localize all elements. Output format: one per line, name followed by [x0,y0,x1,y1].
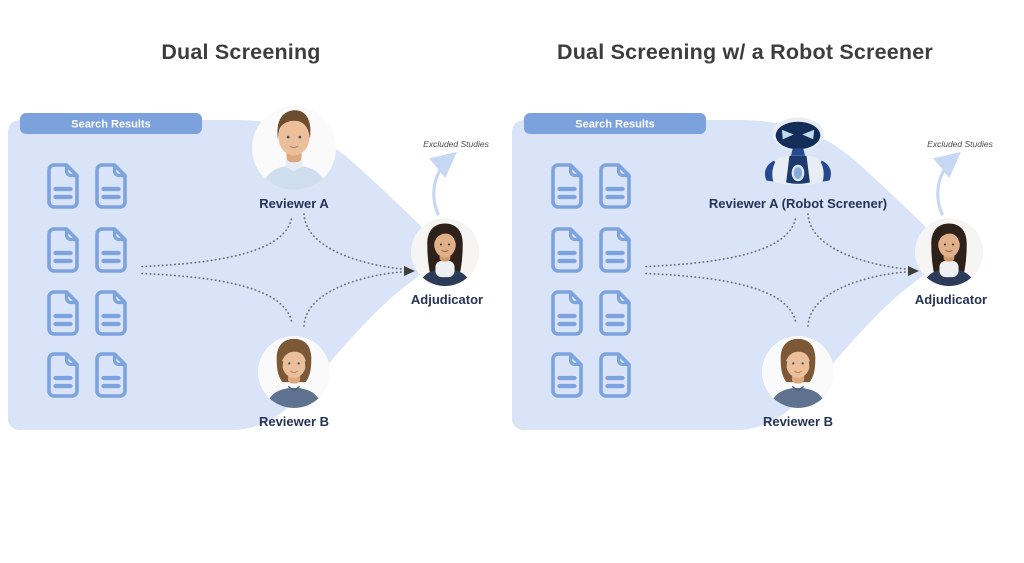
connector-arrowhead [404,266,415,276]
connector-arrowhead [908,266,919,276]
reviewer-a-label: Reviewer A [259,196,329,211]
excluded-studies-arrow [933,151,961,216]
excluded-studies-arrow [429,151,457,216]
adjudicator-label: Adjudicator [915,292,987,307]
search-results-tab: Search Results [524,113,706,134]
reviewer-b-label: Reviewer B [259,414,329,429]
panel-title: Dual Screening w/ a Robot Screener [557,40,933,64]
panel-title: Dual Screening [161,40,321,64]
reviewer-b-label: Reviewer B [763,414,833,429]
search-results-tab: Search Results [20,113,202,134]
dual-screening-robot-diagram: Search Results Excluded Studies Reviewer… [512,113,994,430]
dotted-connectors [141,213,415,327]
excluded-studies-label: Excluded Studies [423,139,489,149]
panel-dual-screening-robot: Dual Screening w/ a Robot Screener Searc… [510,0,1015,470]
adjudicator-photo-avatar [915,218,983,290]
excluded-studies-label: Excluded Studies [927,139,993,149]
dotted-connectors [645,213,919,327]
panel-dual-screening: Dual Screening Search Results Excluded S… [6,0,511,470]
adjudicator-photo-avatar [411,218,479,290]
adjudicator-label: Adjudicator [411,292,483,307]
search-results-label: Search Results [575,119,654,131]
dual-screening-diagram: Search Results Excluded Studies Reviewer… [8,100,490,430]
search-results-label: Search Results [71,119,150,131]
reviewer-a-robot-label: Reviewer A (Robot Screener) [709,196,887,211]
